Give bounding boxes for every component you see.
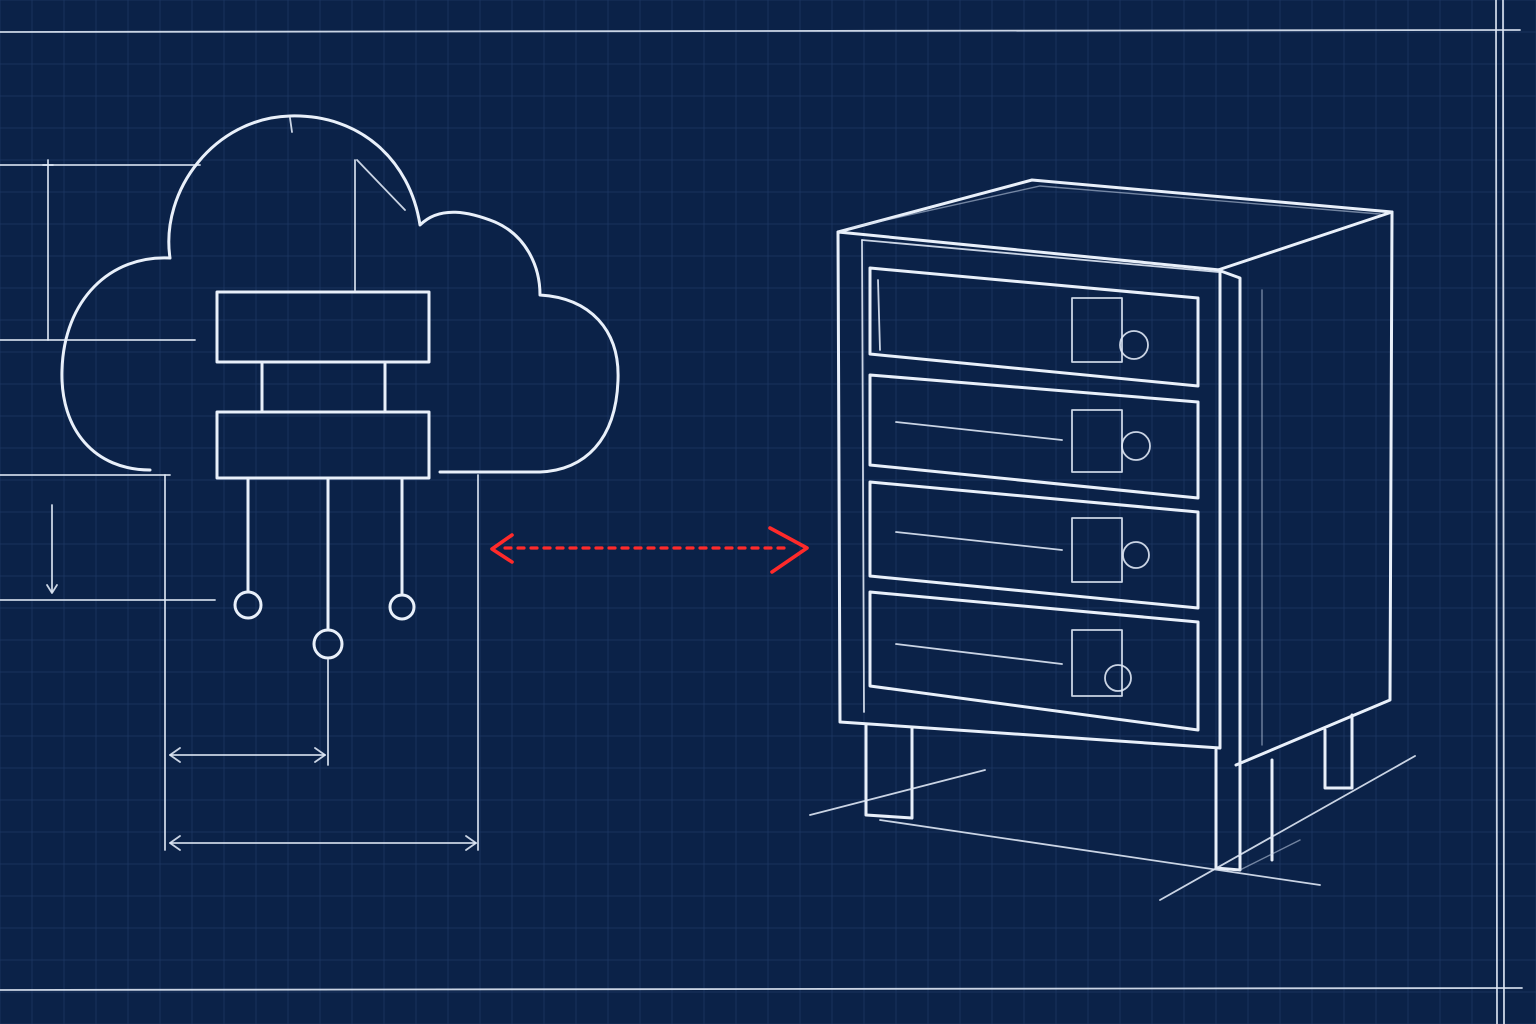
drawer	[868, 480, 1200, 610]
arrow-head-left	[490, 533, 514, 564]
network-block-bottom	[215, 410, 431, 480]
cloud-outline	[60, 114, 620, 474]
drawer	[868, 266, 1200, 388]
server-rack-cabinet	[809, 178, 1416, 901]
network-block-top	[215, 290, 431, 364]
drawer	[868, 590, 1200, 732]
drawer-lock-icon	[1119, 330, 1149, 360]
drawer	[868, 373, 1200, 500]
arrow-head-right	[768, 526, 809, 574]
drawer-lock-icon	[1122, 541, 1150, 569]
dimension-lines	[0, 159, 479, 851]
drawer-lock-icon	[1121, 431, 1151, 461]
cloud-network-icon	[60, 114, 620, 660]
node-circle	[233, 590, 263, 620]
bidirectional-arrow	[490, 526, 809, 574]
node-circle	[388, 593, 416, 621]
drawer-lock-icon	[1104, 664, 1132, 692]
node-circle	[312, 628, 344, 660]
